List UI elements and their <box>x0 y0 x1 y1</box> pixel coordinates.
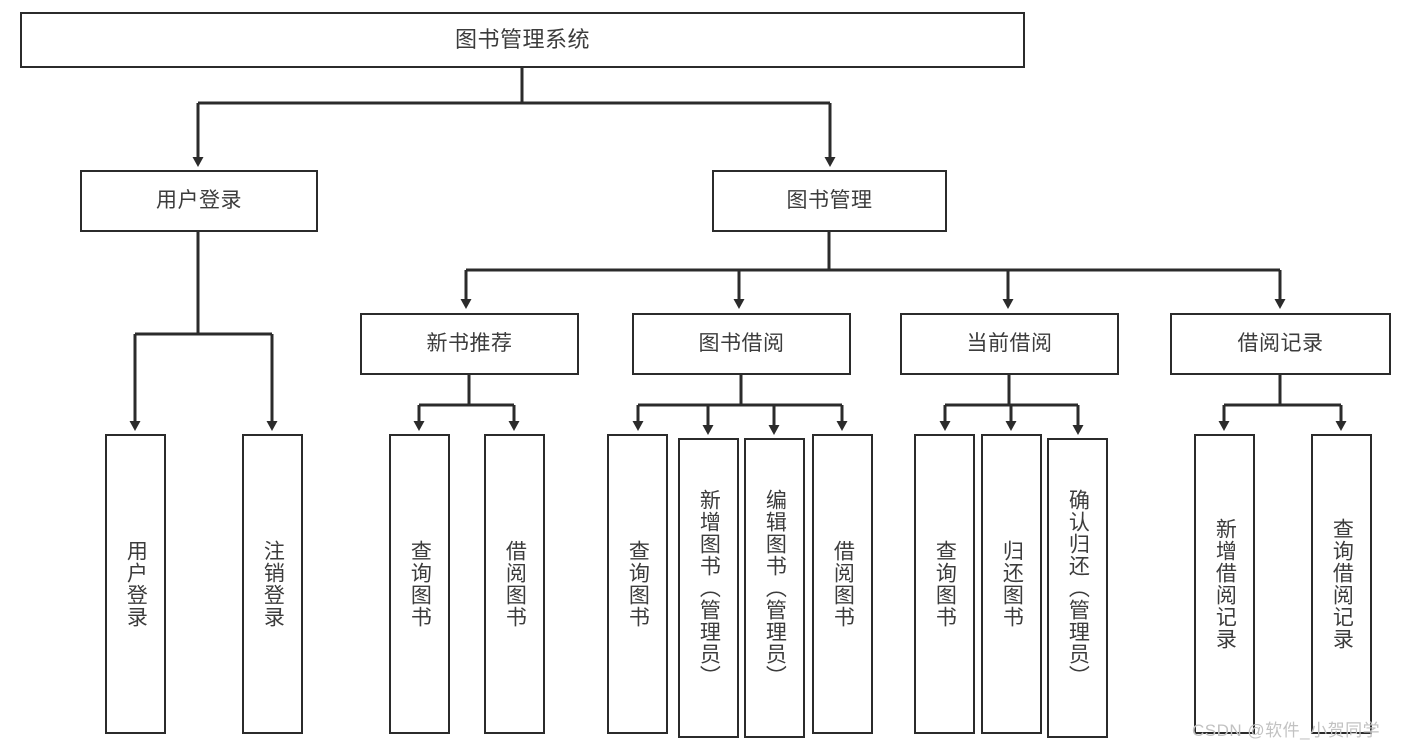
node-label: 图书借阅 <box>698 331 785 355</box>
leaf-borrow-book-2[interactable]: 借阅图书 <box>812 434 873 734</box>
node-label: 图书管理 <box>786 188 873 212</box>
node-label: 图书管理系统 <box>454 27 590 53</box>
node-label: 注销登录 <box>261 540 285 628</box>
node-user-login[interactable]: 用户登录 <box>80 170 318 232</box>
node-label: 用户登录 <box>124 540 148 628</box>
leaf-query-book-2[interactable]: 查询图书 <box>607 434 668 734</box>
node-label: 借阅图书 <box>831 540 855 628</box>
leaf-user-logout[interactable]: 注销登录 <box>242 434 303 734</box>
node-label: 查询图书 <box>933 540 957 628</box>
node-label: 用户登录 <box>156 188 242 212</box>
node-label: 归还图书 <box>1000 540 1024 628</box>
node-label: 查询图书 <box>408 540 432 628</box>
leaf-return-book[interactable]: 归还图书 <box>981 434 1042 734</box>
leaf-user-login[interactable]: 用户登录 <box>105 434 166 734</box>
node-book-borrow[interactable]: 图书借阅 <box>632 313 851 375</box>
node-label: 查询借阅记录 <box>1330 518 1354 650</box>
node-label: 新增图书（管理员） <box>697 489 721 687</box>
leaf-query-book-3[interactable]: 查询图书 <box>914 434 975 734</box>
node-current-borrow[interactable]: 当前借阅 <box>900 313 1119 375</box>
leaf-query-book-1[interactable]: 查询图书 <box>389 434 450 734</box>
node-label: 当前借阅 <box>966 331 1053 355</box>
leaf-add-record[interactable]: 新增借阅记录 <box>1194 434 1255 734</box>
node-book-management[interactable]: 图书管理 <box>712 170 947 232</box>
leaf-query-record[interactable]: 查询借阅记录 <box>1311 434 1372 734</box>
leaf-borrow-book-1[interactable]: 借阅图书 <box>484 434 545 734</box>
node-label: 新增借阅记录 <box>1213 518 1237 650</box>
node-label: 编辑图书（管理员） <box>763 489 787 687</box>
node-label: 新书推荐 <box>426 331 513 355</box>
node-label: 查询图书 <box>626 540 650 628</box>
leaf-edit-book[interactable]: 编辑图书（管理员） <box>744 438 805 738</box>
node-label: 确认归还（管理员） <box>1066 489 1090 687</box>
leaf-add-book[interactable]: 新增图书（管理员） <box>678 438 739 738</box>
node-label: 借阅记录 <box>1237 331 1324 355</box>
leaf-confirm-return[interactable]: 确认归还（管理员） <box>1047 438 1108 738</box>
node-new-book-recommend[interactable]: 新书推荐 <box>360 313 579 375</box>
node-label: 借阅图书 <box>503 540 527 628</box>
csdn-watermark: CSDN @软件_小贺同学 <box>1192 721 1381 740</box>
node-root-system[interactable]: 图书管理系统 <box>20 12 1025 68</box>
node-borrow-record[interactable]: 借阅记录 <box>1170 313 1391 375</box>
